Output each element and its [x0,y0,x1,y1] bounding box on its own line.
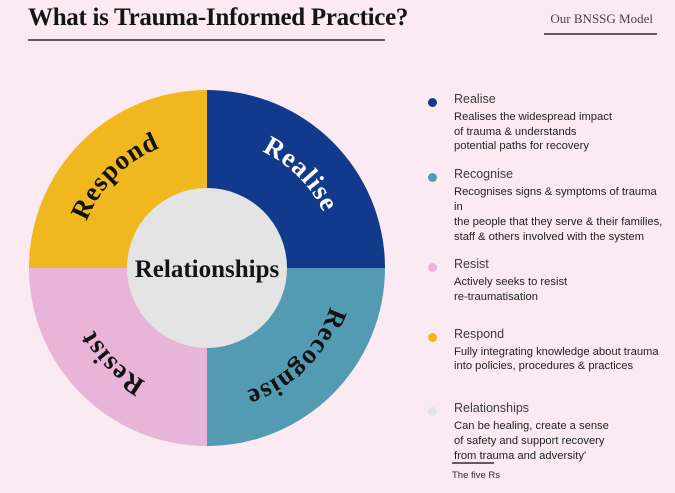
legend-item-respond[interactable]: Respond Fully integrating knowledge abou… [424,327,664,374]
legend-description-recognise: Recognises signs & symptoms of trauma in… [454,185,663,243]
footnote: The five Rs [452,462,500,481]
legend-bullet-icon-respond [428,332,437,342]
donut-center-hub [127,188,287,348]
legend-item-resist[interactable]: Resist Actively seeks to resist re-traum… [424,257,664,304]
donut-center-label: Relationships [135,256,280,283]
legend-title-recognise: Recognise [454,167,514,182]
legend-bullet-icon-realise [428,98,437,107]
legend-description-relationships: Can be healing, create a sense of safety… [454,419,609,462]
legend-title-resist: Resist [454,257,489,272]
footnote-text: The five Rs [452,470,501,481]
legend-item-relationships[interactable]: Relationships Can be healing, create a s… [424,401,664,463]
legend-title-realise: Realise [454,92,496,106]
legend-bullet-icon-resist [428,263,437,273]
legend-description-realise: Realises the widespread impact of trauma… [454,110,612,153]
legend-item-recognise[interactable]: Recognise Recognises signs & symptoms of… [424,167,664,244]
footnote-rule [452,462,494,464]
legend-item-realise[interactable]: Realise Realises the widespread impact o… [424,92,664,154]
title-underline [28,39,385,41]
legend-title-relationships: Relationships [454,401,530,416]
page-title: What is Trauma-Informed Practice? [28,4,409,31]
legend-title-respond: Respond [454,326,505,341]
five-rs-donut-chart: Respond Realise Recognise Resist Relatio… [23,55,395,483]
brand-label: Our BNSSG Model [550,11,653,26]
legend-description-resist: Actively seeks to resist re-traumatisati… [454,276,568,303]
legend: Realise Realises the widespread impact o… [424,92,664,477]
legend-bullet-icon-relationships [428,407,437,417]
brand-underline [544,33,657,35]
legend-bullet-icon-recognise [428,173,437,183]
legend-description-respond: Fully integrating knowledge about trauma… [454,345,659,373]
